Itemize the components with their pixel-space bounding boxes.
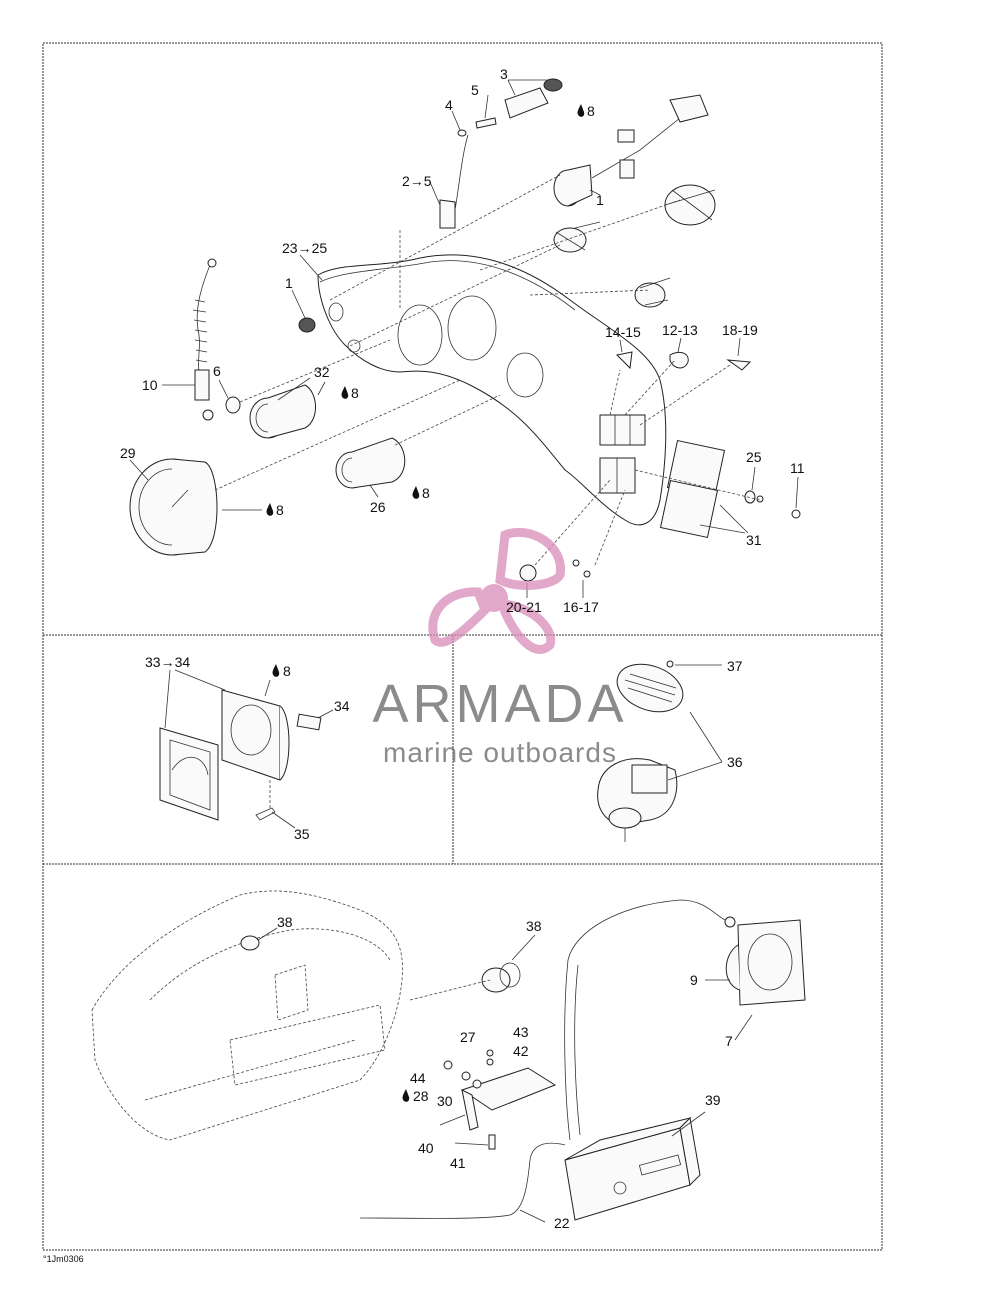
label-part-1: 1 <box>596 192 604 208</box>
bracket-plate-assembly <box>443 962 557 1150</box>
tachometer-29 <box>129 458 218 556</box>
label-sealant-8c: 8 <box>276 502 284 518</box>
label-part-29: 29 <box>120 445 136 461</box>
label-part-23-25: 23→25 <box>282 240 327 256</box>
gauge-32 <box>249 384 316 439</box>
propeller-hub <box>480 584 508 612</box>
label-part-43: 43 <box>513 1024 529 1040</box>
label-sealant-8d: 8 <box>422 485 430 501</box>
label-part-12-13: 12-13 <box>662 322 698 338</box>
label-part-41: 41 <box>450 1155 466 1171</box>
droplet-icon <box>272 664 280 677</box>
droplet-icon <box>412 486 420 499</box>
label-part-27: 27 <box>460 1029 476 1045</box>
figure-code: °1Jm0306 <box>43 1254 84 1264</box>
label-part-42: 42 <box>513 1043 529 1059</box>
speaker-9 <box>705 919 806 1041</box>
propeller-blade-left <box>428 587 491 647</box>
label-part-6: 6 <box>213 363 221 379</box>
label-part-32: 32 <box>314 364 330 380</box>
label-part-4: 4 <box>445 97 453 113</box>
label-part-26: 26 <box>370 499 386 515</box>
leader-lines-top <box>129 79 799 598</box>
label-part-38a: 38 <box>277 914 293 930</box>
radio-stereo-39 <box>564 1111 706 1221</box>
droplet-icon <box>341 386 349 399</box>
label-part-30: 30 <box>437 1093 453 1109</box>
label-part-40: 40 <box>418 1140 434 1156</box>
droplet-icon <box>577 104 585 117</box>
part-labels: 1 2→5 3 4 5 8 23→25 1 10 6 32 8 14-15 12… <box>43 66 805 1264</box>
trim-gauge-assembly <box>159 669 334 829</box>
label-part-35: 35 <box>294 826 310 842</box>
label-part-22: 22 <box>554 1215 570 1231</box>
label-part-34: 34 <box>334 698 350 714</box>
label-part-39: 39 <box>705 1092 721 1108</box>
label-part-5: 5 <box>471 82 479 98</box>
label-part-36: 36 <box>727 754 743 770</box>
label-sealant-8e: 8 <box>283 663 291 679</box>
watermark-subtitle: marine outboards <box>383 737 617 768</box>
small-parts-top <box>225 78 801 582</box>
dashboard-console <box>317 254 667 526</box>
horn-speaker-assembly <box>597 660 723 842</box>
watermark-title: ARMADA <box>372 674 627 734</box>
label-part-37: 37 <box>727 658 743 674</box>
label-part-2-5: 2→5 <box>402 173 432 189</box>
label-part-20-21: 20-21 <box>506 599 542 615</box>
label-part-10: 10 <box>142 377 158 393</box>
label-part-44: 44 <box>410 1070 426 1086</box>
diagram-frames <box>42 42 883 1251</box>
label-sealant-8b: 8 <box>351 385 359 401</box>
label-sealant-8: 8 <box>587 103 595 119</box>
label-part-33-34: 33→34 <box>145 654 190 670</box>
label-part-14-15: 14-15 <box>605 324 641 340</box>
label-part-38b: 38 <box>526 918 542 934</box>
droplet-icon <box>402 1089 410 1102</box>
sealant-droplet-icons <box>266 104 585 1102</box>
label-part-28: 28 <box>413 1088 429 1104</box>
wiring-bottom <box>359 899 736 1223</box>
label-part-1b: 1 <box>285 275 293 291</box>
gauge-26 <box>335 437 406 489</box>
label-part-9: 9 <box>690 972 698 988</box>
console-phantom <box>91 890 403 1141</box>
droplet-icon <box>266 503 274 516</box>
armada-logo <box>428 527 565 654</box>
label-part-31: 31 <box>746 532 762 548</box>
label-part-18-19: 18-19 <box>722 322 758 338</box>
propeller-blade-top <box>495 527 565 590</box>
lanyard-cord-10 <box>192 258 217 421</box>
label-part-16-17: 16-17 <box>563 599 599 615</box>
label-part-25: 25 <box>746 449 762 465</box>
label-part-3: 3 <box>500 66 508 82</box>
propeller-blade-right <box>499 600 556 654</box>
label-part-11: 11 <box>790 460 805 476</box>
label-part-7: 7 <box>725 1033 733 1049</box>
